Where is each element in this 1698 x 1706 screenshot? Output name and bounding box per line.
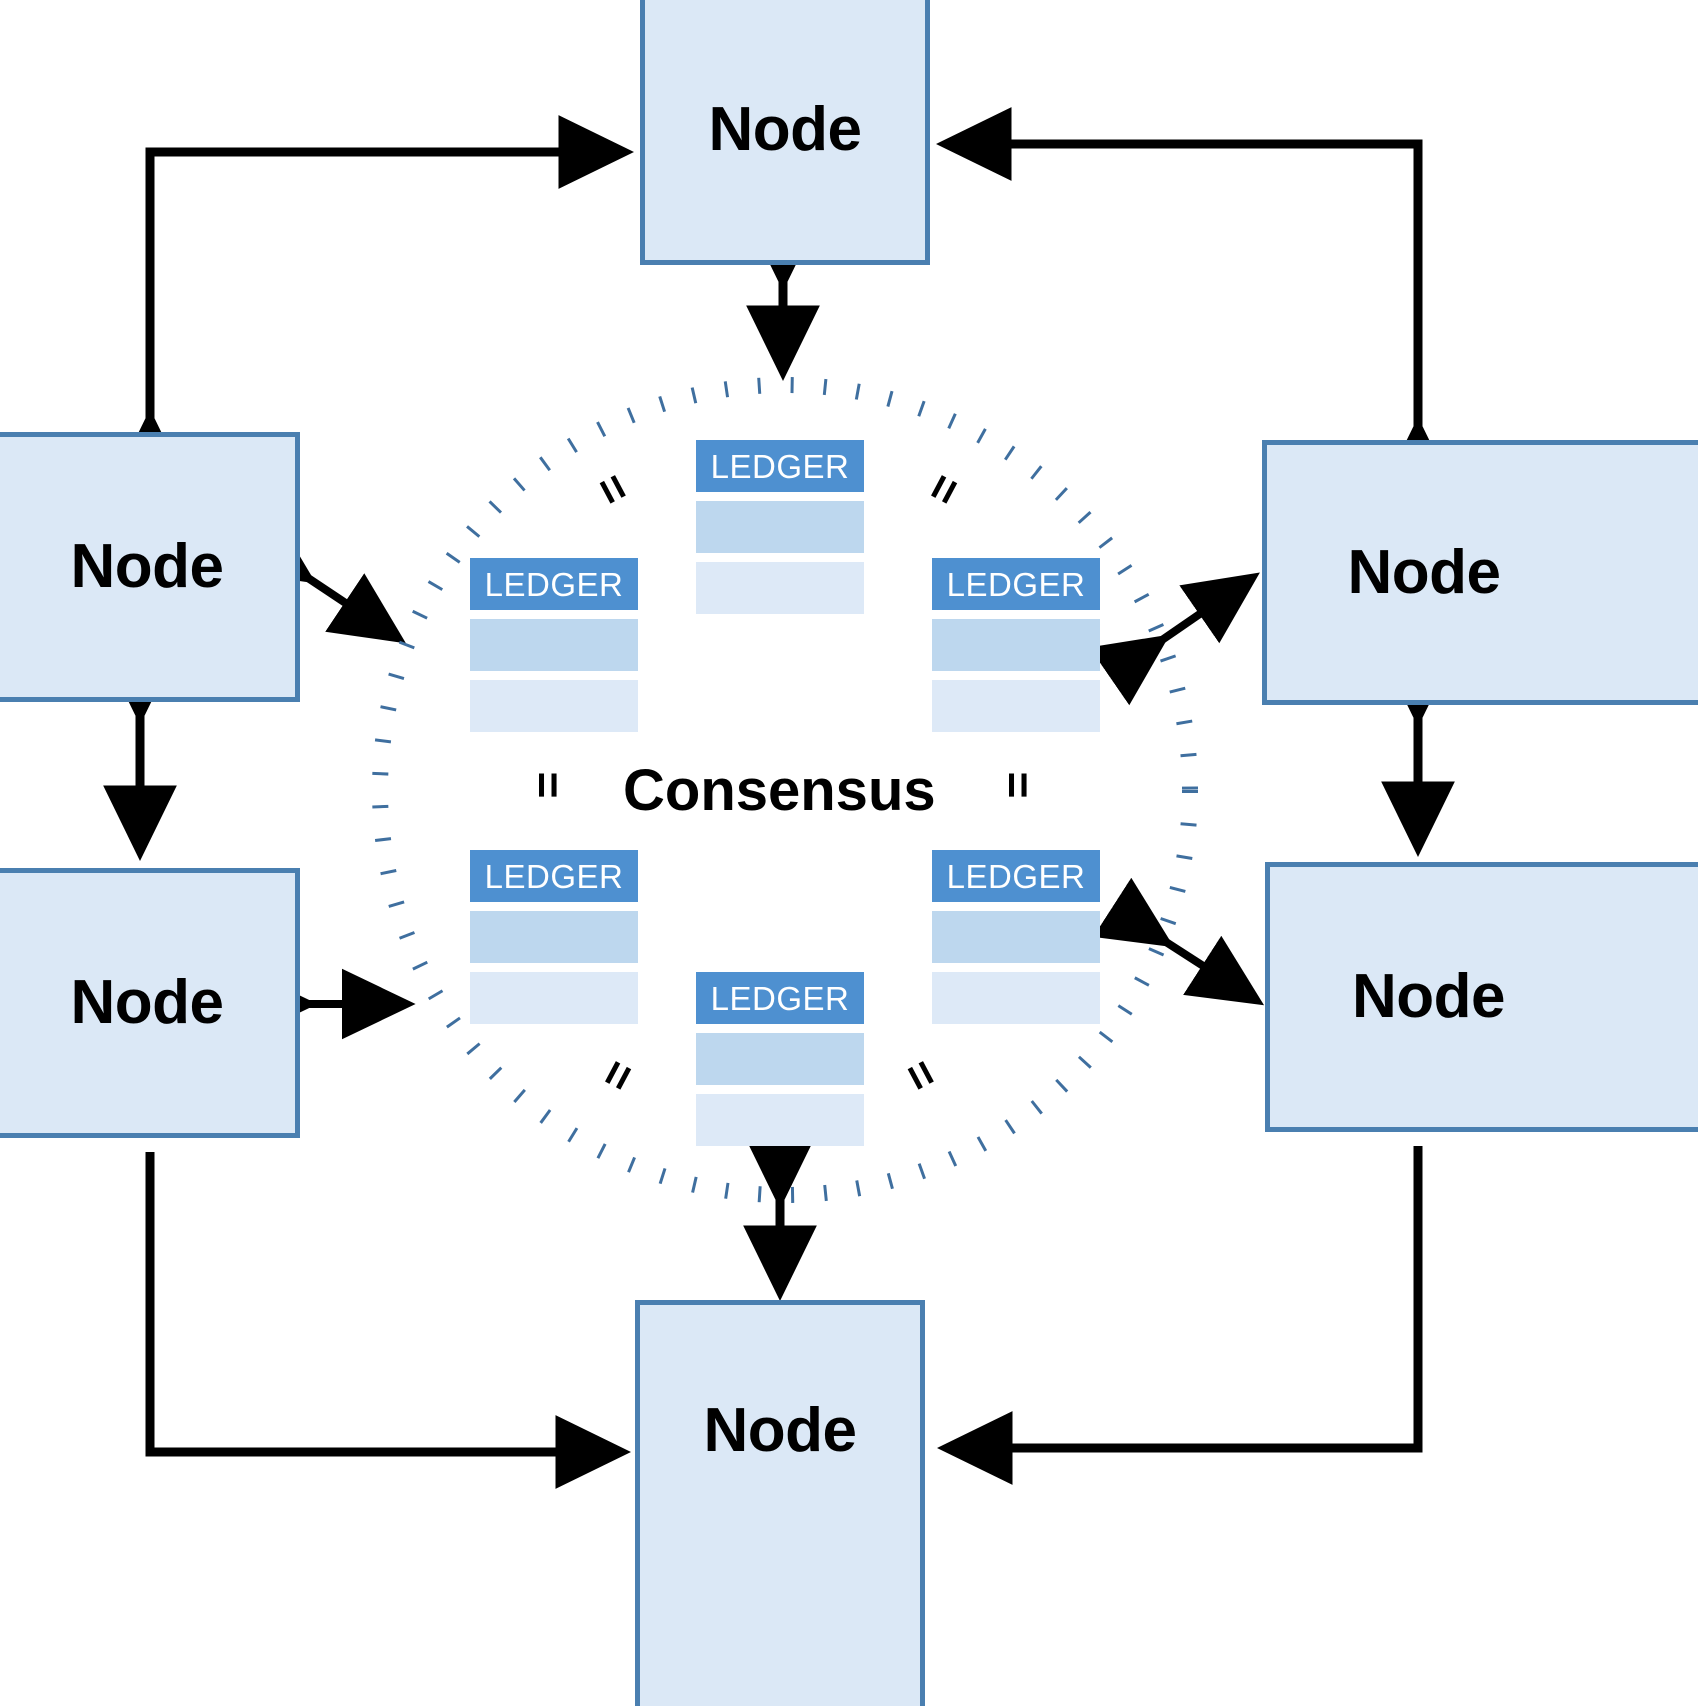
ledger-row-light — [696, 562, 864, 614]
ledger-row-light — [470, 972, 638, 1024]
ledger-stack-top[interactable]: LEDGER — [696, 440, 864, 614]
ledger-header: LEDGER — [696, 972, 864, 1024]
edge-bottomleft-to-bottom — [145, 1152, 631, 1489]
node-label: Node — [1352, 962, 1506, 1031]
node-label: Node — [703, 1396, 858, 1465]
ledger-row-light — [470, 680, 638, 732]
edge-rightlower-to-center — [1093, 877, 1265, 1006]
ledger-header-label: LEDGER — [710, 447, 850, 485]
ledger-header-label: LEDGER — [484, 857, 624, 895]
node-label: Node — [1347, 537, 1502, 607]
consensus-label: Consensus — [623, 758, 936, 823]
node-label: Node — [70, 968, 225, 1037]
ledger-header-label: LEDGER — [484, 565, 624, 603]
equals-mark-top-left: = — [584, 464, 643, 514]
equals-mark-mid-left: = — [522, 771, 575, 799]
edge-topleft-to-top — [113, 115, 634, 485]
ledger-stack-upper-right[interactable]: LEDGER — [932, 558, 1100, 732]
edge-leftupper-to-center — [235, 513, 406, 644]
node-box-right-upper[interactable]: Node — [1262, 440, 1698, 705]
node-label: Node — [70, 532, 225, 601]
node-label: Node — [708, 94, 863, 164]
edge-bottomright-to-bottom — [937, 1146, 1423, 1485]
ledger-row-mid — [470, 911, 638, 963]
node-box-top[interactable]: Node — [640, 0, 930, 265]
ledger-row-light — [696, 1094, 864, 1146]
ledger-header: LEDGER — [932, 850, 1100, 902]
node-box-bottom[interactable]: Node — [635, 1300, 925, 1706]
ledger-stack-lower-right[interactable]: LEDGER — [932, 850, 1100, 1024]
edge-topright-to-top — [936, 107, 1455, 493]
equals-mark-mid-right: = — [992, 771, 1045, 799]
ledger-header: LEDGER — [470, 850, 638, 902]
ledger-row-light — [932, 680, 1100, 732]
ledger-row-light — [932, 972, 1100, 1024]
edge-rightupper-to-center — [1089, 572, 1260, 706]
equals-mark-bottom-left: = — [588, 1050, 647, 1100]
ledger-header-label: LEDGER — [946, 565, 1086, 603]
ledger-stack-upper-left[interactable]: LEDGER — [470, 558, 638, 732]
ledger-stack-bottom[interactable]: LEDGER — [696, 972, 864, 1146]
ledger-row-mid — [696, 501, 864, 553]
ledger-stack-lower-left[interactable]: LEDGER — [470, 850, 638, 1024]
ledger-row-mid — [696, 1033, 864, 1085]
ledger-header-label: LEDGER — [946, 857, 1086, 895]
ledger-row-mid — [932, 911, 1100, 963]
node-box-left-upper[interactable]: Node — [0, 432, 300, 702]
ledger-header: LEDGER — [932, 558, 1100, 610]
node-box-right-lower[interactable]: Node — [1265, 862, 1698, 1132]
equals-mark-bottom-right: = — [892, 1050, 951, 1100]
ledger-header-label: LEDGER — [710, 979, 850, 1017]
ledger-header: LEDGER — [470, 558, 638, 610]
ledger-row-mid — [470, 619, 638, 671]
equals-mark-top-right: = — [914, 464, 973, 514]
node-box-left-lower[interactable]: Node — [0, 868, 300, 1138]
ledger-header: LEDGER — [696, 440, 864, 492]
ledger-row-mid — [932, 619, 1100, 671]
